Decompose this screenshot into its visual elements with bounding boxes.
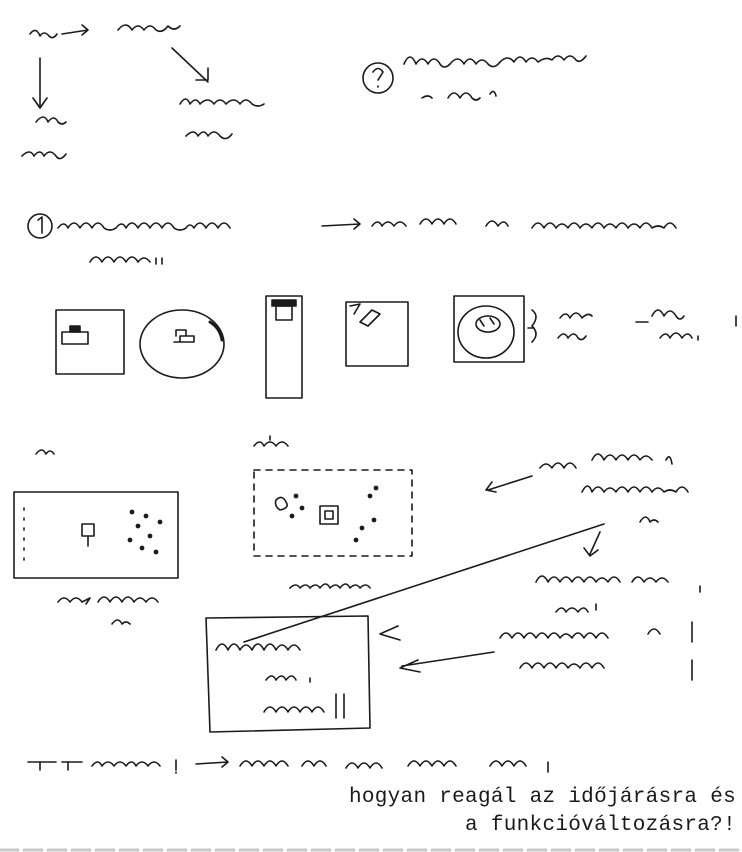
plan-nap: [13, 449, 179, 625]
sentence-one: [27, 213, 677, 265]
right-annotations: [243, 453, 701, 681]
plan-ejszaka: [253, 435, 413, 589]
question-two: [362, 55, 587, 101]
boxed-note: [205, 615, 371, 733]
bottom-sentence: [27, 756, 549, 774]
building-sketches-row: [55, 295, 737, 399]
caption-line-2: a funkcióváltozásra?!: [465, 814, 736, 837]
caption-line-1: hogyan reagál az időjárásra és: [348, 786, 736, 809]
top-left-diagram: [21, 24, 265, 160]
